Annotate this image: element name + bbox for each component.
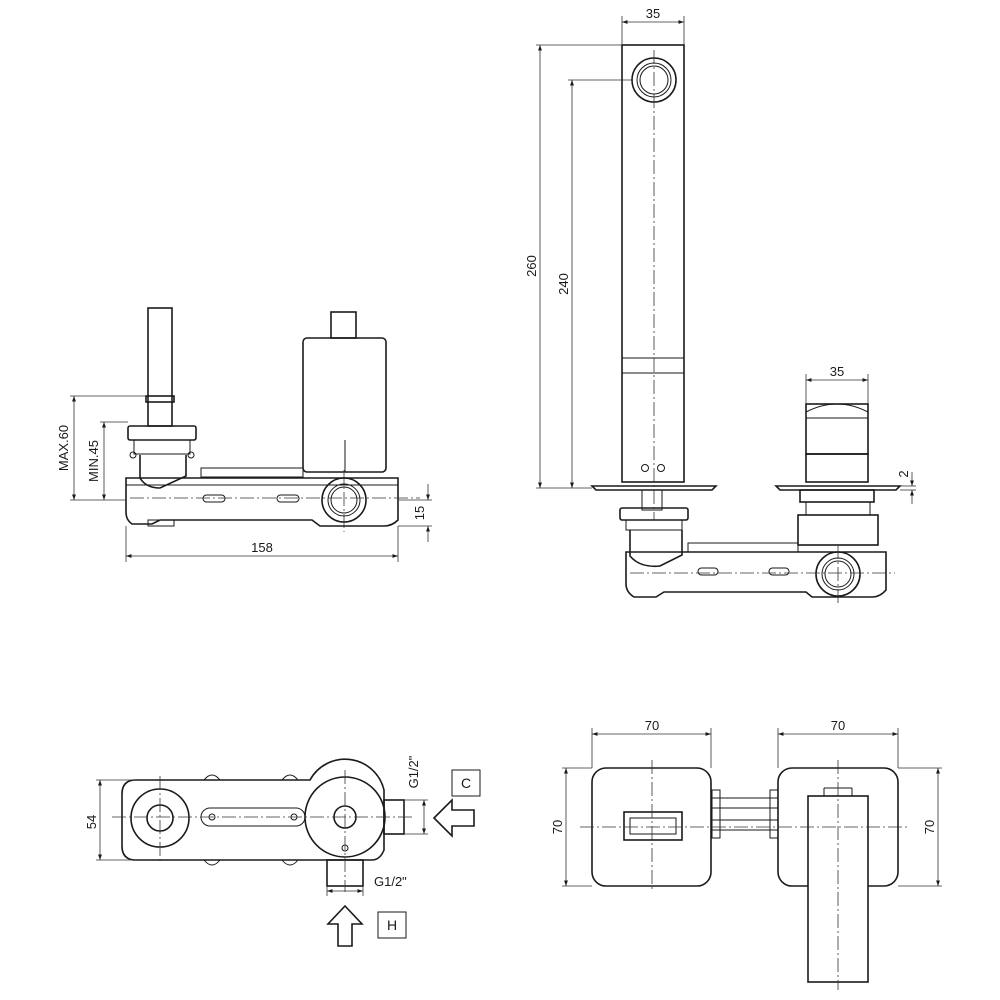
dim-15: 15 — [412, 506, 427, 520]
plan-view: 54 G1/2" G1/2" C H — [84, 755, 481, 947]
spout-flange — [127, 425, 197, 441]
spout-flange-base — [133, 439, 191, 455]
hot-arrow-icon — [326, 904, 364, 947]
handle-base-plate — [774, 485, 902, 491]
bridge-plate — [200, 467, 304, 478]
spout-stem — [147, 307, 173, 427]
dim-2: 2 — [896, 470, 911, 477]
front-elevation-view: 35 260 240 35 2 — [524, 6, 916, 605]
cold-arrow-icon — [432, 798, 475, 838]
dim-handle-35: 35 — [830, 364, 844, 379]
dim-plate-height-left: 70 — [550, 820, 565, 834]
front-mixer-body — [625, 551, 887, 598]
side-elevation-view: MAX.60 MIN.45 15 158 — [56, 307, 432, 562]
cold-label-box — [451, 769, 481, 797]
dim-240: 240 — [556, 273, 571, 295]
mounting-slot — [202, 494, 226, 503]
hot-label-box — [377, 911, 407, 939]
valve-spindle — [330, 311, 357, 339]
dim-158: 158 — [251, 540, 273, 555]
dim-max-60: MAX.60 — [56, 425, 71, 471]
dim-spout-35: 35 — [646, 6, 660, 21]
dim-54: 54 — [84, 815, 99, 829]
spout-base-plate — [590, 485, 718, 491]
dim-260: 260 — [524, 255, 539, 277]
dim-thread-cold: G1/2" — [406, 755, 421, 788]
dim-plate-height-right: 70 — [922, 820, 937, 834]
mounting-slot — [276, 494, 300, 503]
dim-min-45: MIN.45 — [86, 440, 101, 482]
hot-label: H — [387, 917, 397, 933]
spout-body — [621, 44, 685, 483]
front-plates-view: 70 70 70 70 — [550, 718, 942, 990]
spout-outlet-face — [623, 811, 683, 841]
mixer-body — [125, 477, 399, 527]
dim-plate-width-right: 70 — [831, 718, 845, 733]
valve-body — [797, 514, 879, 546]
cold-label: C — [461, 775, 471, 791]
spout-collar — [145, 395, 175, 403]
handle-body — [805, 453, 869, 483]
dim-thread-hot: G1/2" — [374, 874, 407, 889]
handle-lever — [805, 403, 869, 455]
plan-body — [121, 758, 385, 861]
dim-plate-width-left: 70 — [645, 718, 659, 733]
